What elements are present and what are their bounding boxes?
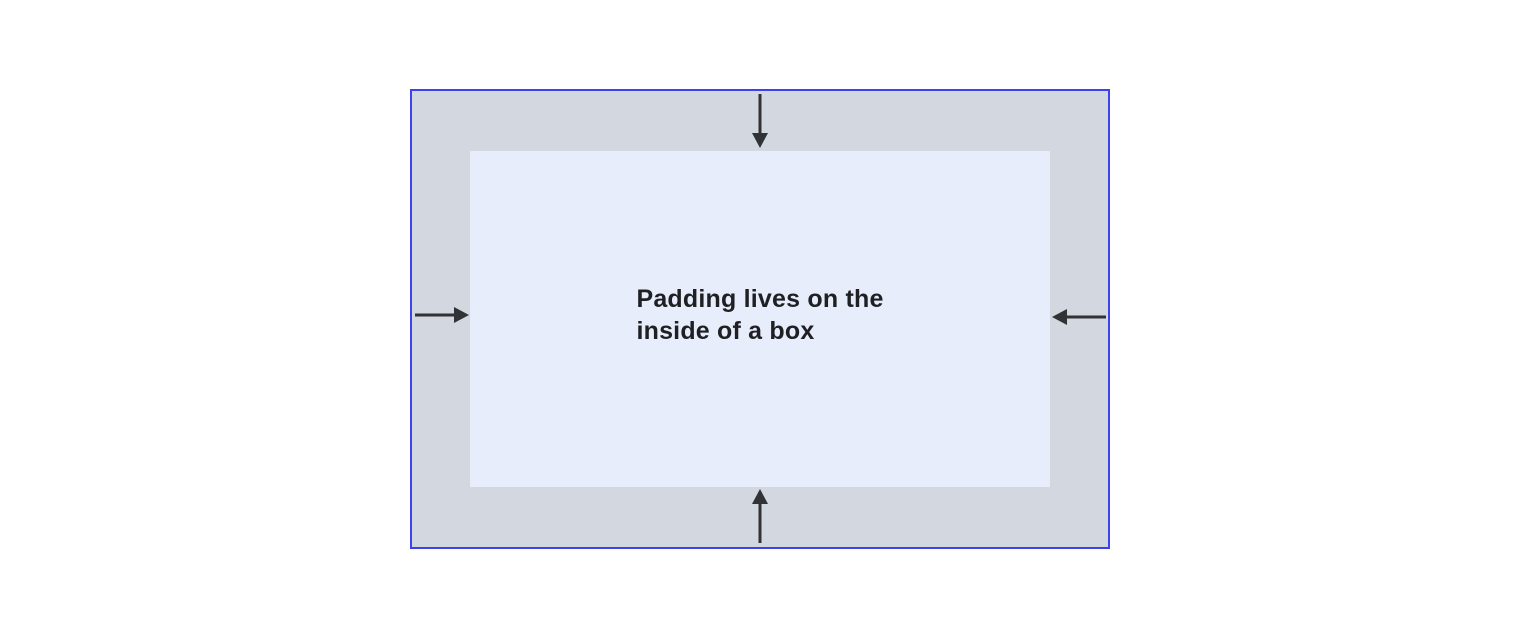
padded-box: Padding lives on the inside of a box	[410, 89, 1110, 549]
diagram-label: Padding lives on the inside of a box	[636, 283, 883, 347]
arrow-down-icon	[752, 94, 768, 148]
label-line-1: Padding lives on the	[636, 285, 884, 313]
arrow-right-icon	[415, 307, 469, 323]
content-area: Padding lives on the inside of a box	[470, 151, 1050, 487]
arrow-left-icon	[1052, 309, 1106, 325]
arrow-up-icon	[752, 489, 768, 543]
label-line-2: inside of a box	[636, 317, 815, 345]
